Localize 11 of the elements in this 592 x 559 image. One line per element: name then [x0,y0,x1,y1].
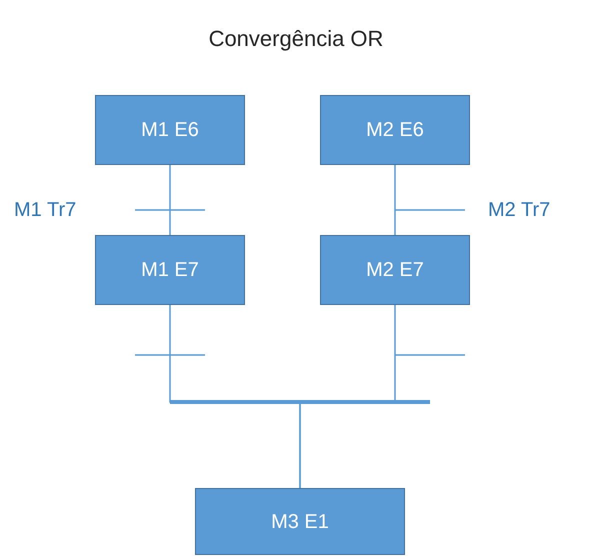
step-box: M1 E7 [95,235,245,305]
transition-label: M2 Tr7 [488,198,550,223]
connector-line [394,165,396,235]
step-box: M2 E7 [320,235,470,305]
connector-line [169,165,171,235]
connector-line [299,305,396,488]
diagram-title: Convergência OR [208,25,384,53]
step-box: M3 E1 [195,488,405,555]
step-box: M1 E6 [95,95,245,165]
transition-label: M1 Tr7 [14,198,76,223]
step-box: M2 E6 [320,95,470,165]
